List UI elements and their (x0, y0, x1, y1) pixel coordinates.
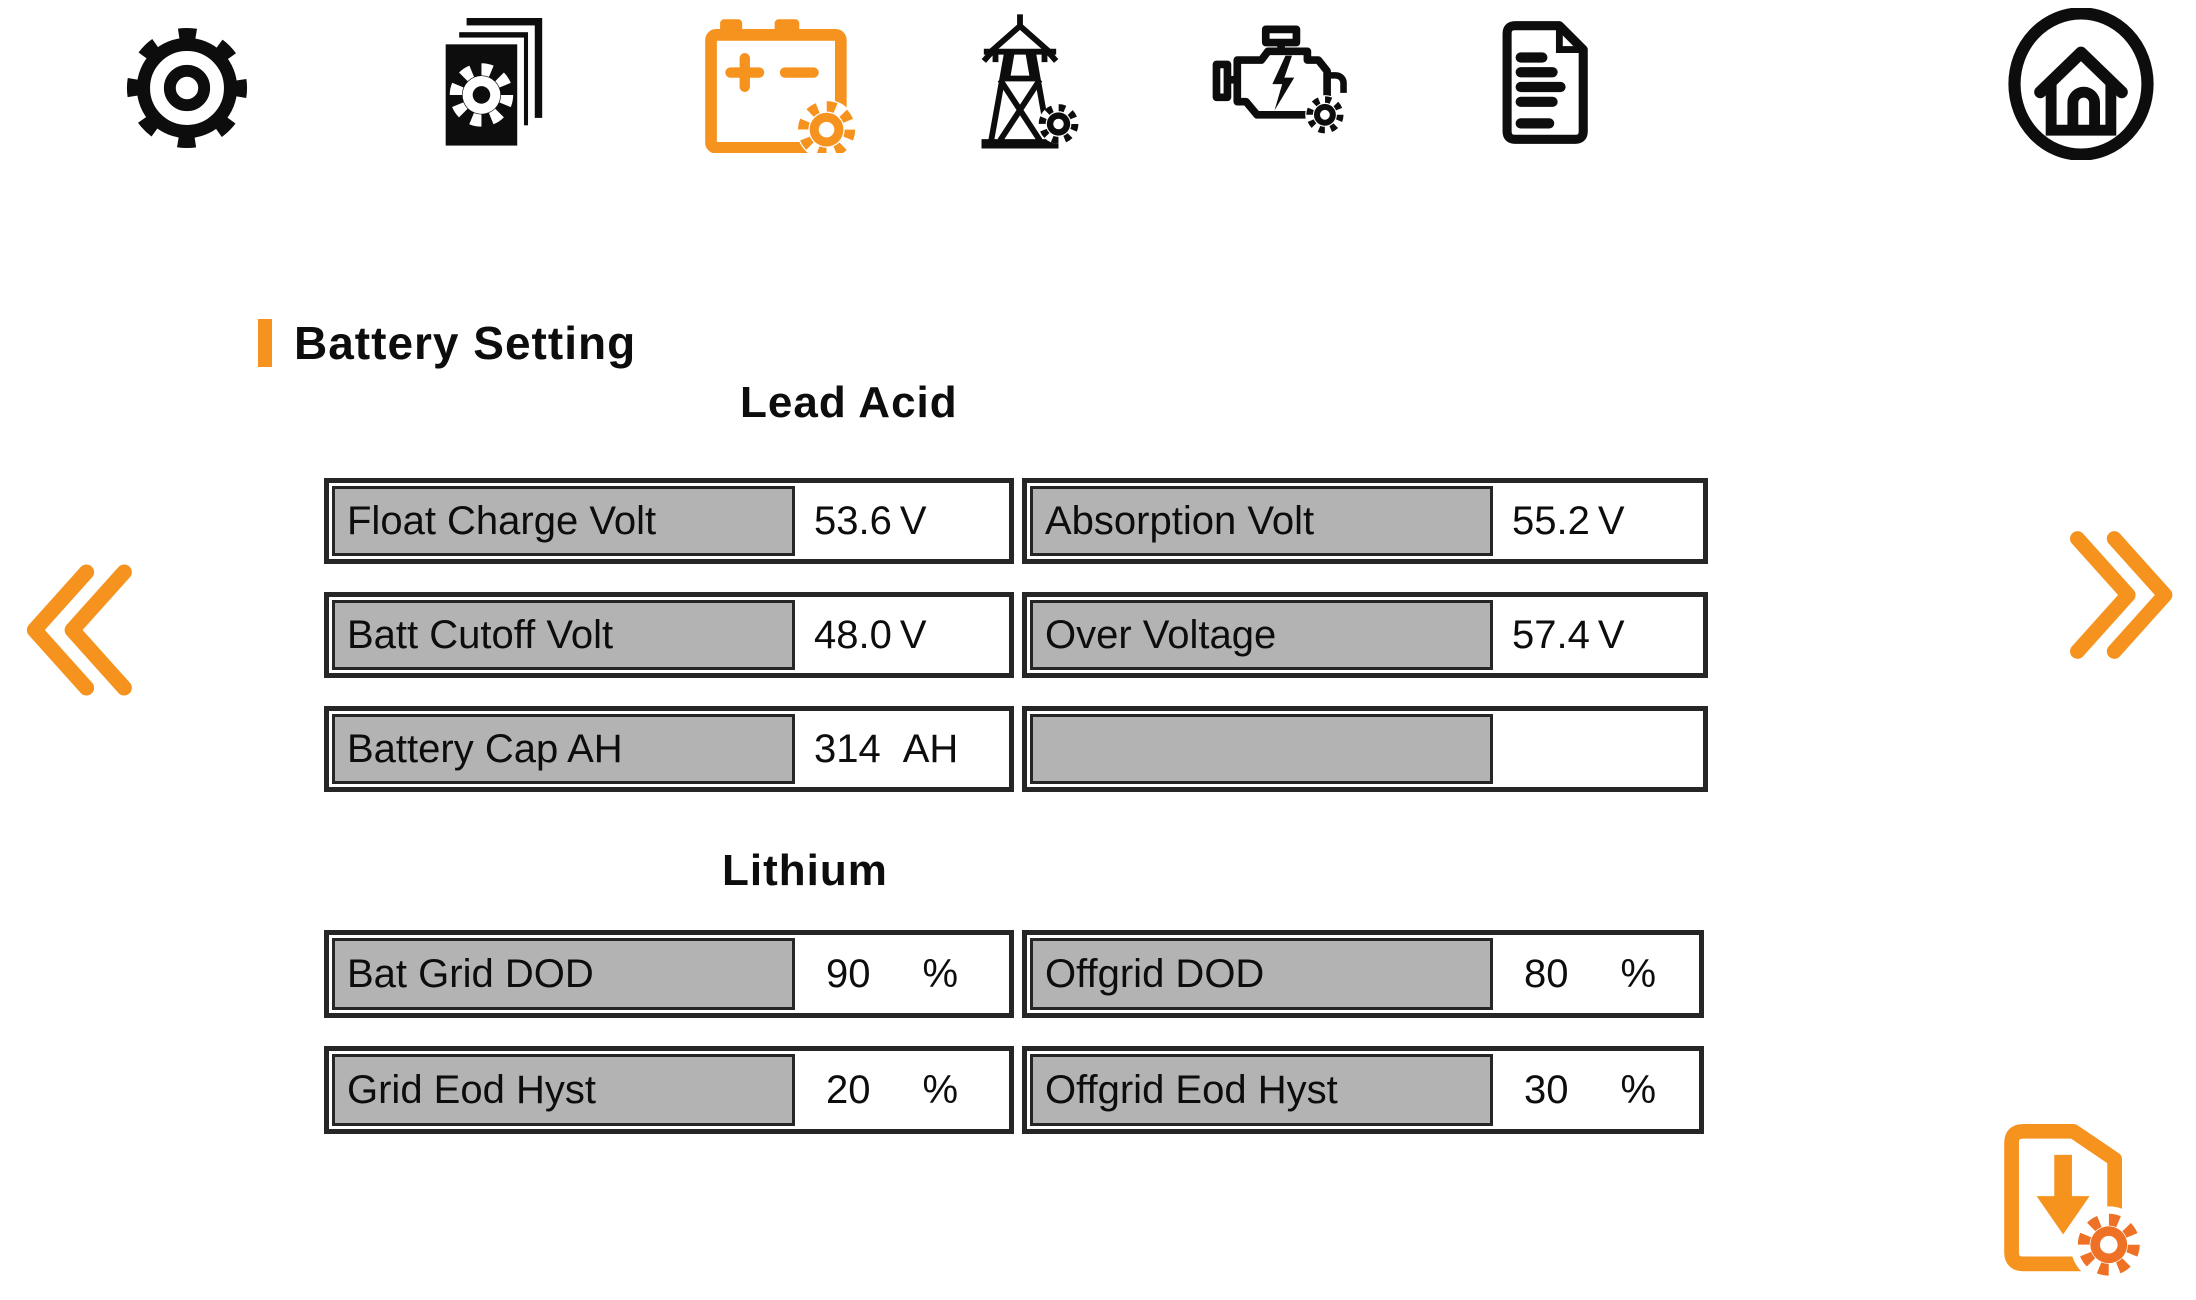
field-batt-cutoff-volt: Batt Cutoff Volt 48.0 V (324, 592, 1014, 678)
document-icon (1502, 21, 1588, 144)
save-gear-icon (2004, 1123, 2148, 1283)
field-value-input[interactable]: 57.4 V (1512, 612, 1625, 657)
field-label: Bat Grid DOD (332, 938, 795, 1010)
section-title-lead-acid: Lead Acid (740, 378, 958, 427)
field-absorption-volt: Absorption Volt 55.2 V (1022, 478, 1708, 564)
page-title: Battery Setting (258, 316, 636, 370)
field-label: Absorption Volt (1030, 486, 1493, 556)
nav-basic-settings[interactable] (108, 22, 266, 154)
field-value-input[interactable]: 314 AH (814, 726, 959, 771)
field-value-input[interactable]: 53.6 V (814, 498, 927, 543)
field-label: Battery Cap AH (332, 714, 795, 784)
field-value-input[interactable]: 20 % (826, 1067, 959, 1112)
field-bat-grid-dod: Bat Grid DOD 90 % (324, 930, 1014, 1018)
field-value-input[interactable]: 80 % (1524, 951, 1657, 996)
section-title-lithium: Lithium (722, 846, 888, 895)
field-battery-cap-ah: Battery Cap AH 314 AH (324, 706, 1014, 792)
unit-label: % (1620, 1067, 1657, 1112)
field-label: Float Charge Volt (332, 486, 795, 556)
field-label: Batt Cutoff Volt (332, 600, 795, 670)
unit-label: % (1620, 951, 1657, 996)
next-page-button[interactable] (2066, 525, 2181, 665)
previous-page-button[interactable] (18, 560, 136, 700)
field-value-input[interactable]: 90 % (826, 951, 959, 996)
field-empty (1022, 706, 1708, 792)
tower-gear-icon (981, 14, 1079, 149)
chevrons-left-icon (26, 564, 132, 696)
field-label: Grid Eod Hyst (332, 1054, 795, 1126)
nav-home[interactable] (2000, 8, 2162, 160)
nav-grid-settings[interactable] (935, 12, 1105, 152)
field-value-input[interactable]: 48.0 V (814, 612, 927, 657)
page-title-text: Battery Setting (294, 317, 637, 369)
unit-label: V (1597, 498, 1625, 543)
field-label: Offgrid DOD (1030, 938, 1493, 1010)
lead-acid-table: Float Charge Volt 53.6 V Absorption Volt… (324, 478, 1708, 792)
nav-report[interactable] (1488, 20, 1608, 145)
unit-label: V (899, 498, 927, 543)
field-value-input (1496, 711, 1703, 787)
unit-label: AH (902, 726, 959, 771)
chevrons-right-icon (2070, 531, 2173, 659)
field-value-input[interactable]: 30 % (1524, 1067, 1657, 1112)
nav-generator-settings[interactable] (1190, 25, 1370, 140)
home-icon (2008, 8, 2154, 160)
lithium-table: Bat Grid DOD 90 % Offgrid DOD 80 % Grid … (324, 930, 1704, 1134)
gear-icon (126, 27, 248, 149)
unit-label: % (922, 1067, 959, 1112)
field-over-voltage: Over Voltage 57.4 V (1022, 592, 1708, 678)
field-label: Over Voltage (1030, 600, 1493, 670)
field-label: Offgrid Eod Hyst (1030, 1054, 1493, 1126)
pages-gear-icon (438, 18, 543, 153)
battery-gear-icon (705, 19, 857, 153)
title-accent-bar (258, 319, 272, 367)
field-label (1030, 714, 1493, 784)
unit-label: V (1597, 612, 1625, 657)
field-offgrid-dod: Offgrid DOD 80 % (1022, 930, 1704, 1018)
field-float-charge-volt: Float Charge Volt 53.6 V (324, 478, 1014, 564)
unit-label: % (922, 951, 959, 996)
nav-battery-settings[interactable] (700, 18, 870, 153)
save-settings-button[interactable] (1988, 1118, 2150, 1286)
field-value-input[interactable]: 55.2 V (1512, 498, 1625, 543)
field-offgrid-eod-hyst: Offgrid Eod Hyst 30 % (1022, 1046, 1704, 1134)
nav-advanced-settings[interactable] (398, 18, 573, 153)
engine-gear-icon (1212, 25, 1347, 135)
unit-label: V (899, 612, 927, 657)
field-grid-eod-hyst: Grid Eod Hyst 20 % (324, 1046, 1014, 1134)
